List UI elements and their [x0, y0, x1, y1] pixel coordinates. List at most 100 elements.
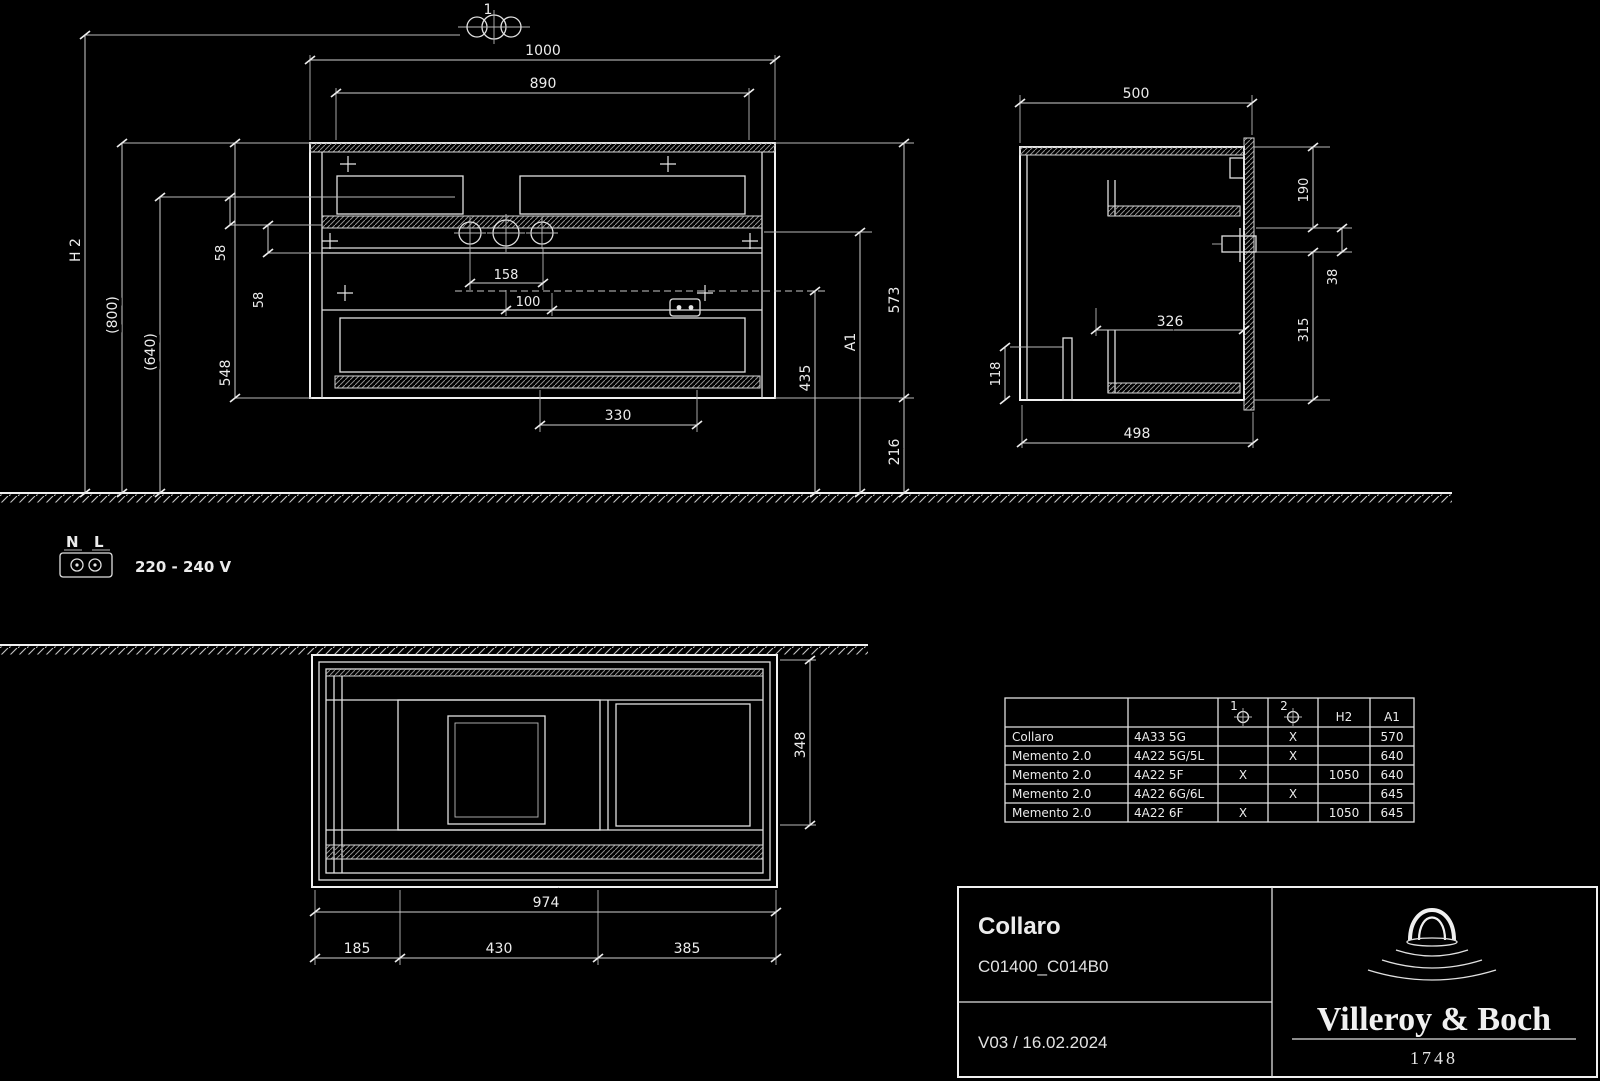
plan-view: 974 185 430 385 348: [309, 654, 816, 965]
dim-front-width: 1000: [525, 43, 561, 59]
dim-front-rail-gap-1: 58: [214, 245, 229, 262]
wall-bracket: [1212, 228, 1257, 262]
socket-icon: [669, 298, 701, 317]
dim-drain-height: 435: [798, 365, 814, 392]
row-h2: 1050: [1329, 806, 1360, 820]
dim-tap-hole-offset: 100: [516, 295, 541, 310]
dim-front-height: 548: [218, 360, 234, 387]
dim-side-depth-top: 500: [1123, 86, 1150, 102]
table-header-hole2: 2: [1280, 699, 1288, 713]
row-code: 4A22 6F: [1134, 806, 1184, 820]
socket-terminals-icon: [59, 552, 113, 578]
tap-hole-left: [453, 216, 487, 250]
row-hole2: X: [1289, 749, 1297, 763]
row-a1: 640: [1381, 749, 1404, 763]
dim-side-bracket-to-bottom: 315: [1297, 318, 1312, 343]
electrical-line-label: L: [94, 533, 104, 551]
table-row: Memento 2.0 4A22 5F X 1050 640: [1012, 768, 1403, 782]
mount-cross: [659, 155, 677, 173]
row-hole2: X: [1289, 787, 1297, 801]
dim-plan-segment-right: 385: [674, 941, 701, 957]
dim-trap-cutout-width: 330: [605, 408, 632, 424]
side-dimensions: 500 190 38 315 326 118: [986, 83, 1352, 448]
voltage-label: 220 - 240 V: [135, 558, 232, 576]
row-hole1: X: [1239, 806, 1247, 820]
dim-front-h2: H 2: [68, 238, 84, 262]
ground-line-lower: [0, 644, 868, 655]
tap-hole-icon: [1234, 708, 1252, 726]
mount-cross: [336, 284, 354, 302]
brand-wordmark: Villeroy & Boch: [1317, 1001, 1551, 1038]
side-wall: [1243, 137, 1255, 411]
table-row: Memento 2.0 4A22 5G/5L X 640: [1012, 749, 1403, 763]
front-cabinet-outline: [309, 142, 776, 399]
electrical-neutral-label: N: [66, 533, 79, 551]
dim-side-back-panel: 118: [989, 362, 1004, 387]
table-row: Memento 2.0 4A22 6F X 1050 645: [1012, 806, 1403, 820]
variant-table: 1 2 H2 A1 Collaro 4A33 5G X 570 Memento …: [1004, 697, 1415, 823]
dim-height-with-basin: 573: [887, 287, 903, 314]
title-article-number: C01400_C014B0: [978, 957, 1108, 976]
row-hole2: X: [1289, 730, 1297, 744]
mount-cross: [741, 232, 759, 250]
dim-front-height-800: (800): [105, 296, 121, 334]
dim-front-height-640: (640): [143, 333, 159, 371]
plan-dimensions: 974 185 430 385 348: [309, 655, 816, 965]
dim-side-top-to-bracket: 190: [1297, 178, 1312, 203]
dim-side-inner-depth: 326: [1157, 314, 1184, 330]
dim-tap-hole-span: 158: [494, 268, 519, 283]
row-hole1: X: [1239, 768, 1247, 782]
row-name: Memento 2.0: [1012, 787, 1091, 801]
mount-cross: [696, 284, 714, 302]
dim-bottom-clearance: 216: [887, 439, 903, 466]
table-row: Collaro 4A33 5G X 570: [1012, 730, 1403, 744]
dim-side-depth-bottom: 498: [1124, 426, 1151, 442]
front-view: 1 1000 890 H 2: [65, 0, 914, 498]
table-header-a1: A1: [1384, 710, 1400, 724]
title-block: Collaro C01400_C014B0 V03 / 16.02.2024 V…: [957, 886, 1598, 1078]
row-name: Memento 2.0: [1012, 749, 1091, 763]
row-code: 4A33 5G: [1134, 730, 1186, 744]
dim-front-rail-gap-2: 58: [252, 292, 267, 309]
electrical-info: N L 220 - 240 V: [59, 533, 232, 578]
row-a1: 645: [1381, 806, 1404, 820]
ground-line-upper: [0, 492, 1452, 503]
callout-1-symbol: 1: [458, 0, 530, 44]
table-row: Memento 2.0 4A22 6G/6L X 645: [1012, 787, 1403, 801]
title-product: Collaro: [978, 913, 1061, 940]
row-a1: 570: [1381, 730, 1404, 744]
front-dimensions: 1000 890 H 2 (800) (640): [65, 30, 914, 498]
tap-hole-icon: [1284, 708, 1302, 726]
tap-hole-center: [487, 214, 525, 252]
row-code: 4A22 5F: [1134, 768, 1184, 782]
row-code: 4A22 5G/5L: [1134, 749, 1205, 763]
brand-since: 1748: [1410, 1048, 1458, 1068]
row-name: Memento 2.0: [1012, 768, 1091, 782]
side-cabinet-outline: [1019, 146, 1245, 401]
row-a1: 640: [1381, 768, 1404, 782]
table-header-hole1: 1: [1230, 699, 1238, 713]
dim-a1: A1: [843, 333, 859, 351]
side-view: 500 190 38 315 326 118: [986, 83, 1352, 448]
dim-front-mount-width: 890: [530, 76, 557, 92]
row-name: Memento 2.0: [1012, 806, 1091, 820]
villeroy-boch-logo-icon: [1367, 908, 1497, 981]
row-code: 4A22 6G/6L: [1134, 787, 1205, 801]
table-header: 1 2 H2 A1: [1230, 699, 1400, 726]
dim-plan-width: 974: [533, 895, 560, 911]
row-name: Collaro: [1012, 730, 1054, 744]
plan-outline: [311, 654, 778, 888]
mount-cross: [339, 155, 357, 173]
row-h2: 1050: [1329, 768, 1360, 782]
row-a1: 645: [1381, 787, 1404, 801]
plan-trap-cutout: [447, 715, 546, 825]
table-header-h2: H2: [1336, 710, 1353, 724]
dim-plan-segment-left: 185: [344, 941, 371, 957]
dim-plan-segment-center: 430: [486, 941, 513, 957]
dim-plan-inner-depth: 348: [793, 732, 809, 759]
mount-cross: [321, 232, 339, 250]
front-top-rail: [309, 142, 776, 153]
title-version-date: V03 / 16.02.2024: [978, 1033, 1108, 1052]
